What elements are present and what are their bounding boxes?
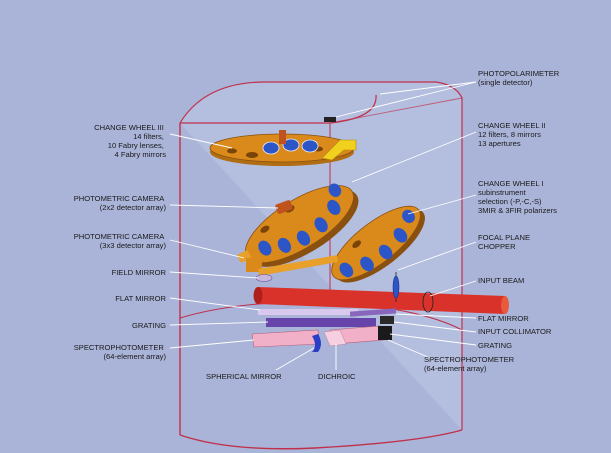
photopolarimeter-detector <box>324 117 336 122</box>
label-focal-plane-chopper: FOCAL PLANE CHOPPER <box>478 233 532 251</box>
label-spectrophotometer-right: SPECTROPHOTOMETER (64-element array) <box>424 355 516 373</box>
input-collimator <box>380 316 394 324</box>
label-photometric-camera-2x2: PHOTOMETRIC CAMERA (2x2 detector array) <box>74 194 167 212</box>
spectrophotometer-left <box>251 329 321 348</box>
label-photometric-camera-3x3: PHOTOMETRIC CAMERA (3x3 detector array) <box>74 232 167 250</box>
label-dichroic: DICHROIC <box>318 372 356 381</box>
field-mirror <box>255 274 273 282</box>
leader-lines <box>169 81 477 371</box>
spherical-mirror <box>312 334 321 352</box>
label-input-beam: INPUT BEAM <box>478 276 524 285</box>
photometric-camera-2x2 <box>275 200 293 214</box>
instrument-housing <box>179 81 463 450</box>
label-change-wheel-ii: CHANGE WHEEL II 12 filters, 8 mirrors 13… <box>478 121 548 148</box>
photometric-camera-3x3 <box>237 250 262 272</box>
input-beam <box>253 287 509 314</box>
wheel-drive-shaft <box>258 255 339 276</box>
label-grating-left: GRATING <box>132 321 166 330</box>
label-input-collimator: INPUT COLLIMATOR <box>478 327 552 336</box>
label-photopolarimeter: PHOTOPOLARIMETER (single detector) <box>478 69 561 87</box>
focal-plane-chopper <box>392 272 400 302</box>
change-wheel-ii <box>244 183 359 267</box>
input-beam-ring <box>422 291 434 313</box>
flat-mirror-left <box>258 309 358 315</box>
photopolarimeter-lightpipe <box>321 139 357 161</box>
dichroic <box>323 329 347 347</box>
label-flat-mirror-left: FLAT MIRROR <box>115 294 166 303</box>
change-wheel-i <box>331 205 425 283</box>
flat-mirror-right <box>349 308 397 317</box>
change-wheel-iii <box>209 130 355 166</box>
label-spectrophotometer-left: SPECTROPHOTOMETER (64-element array) <box>74 343 167 361</box>
label-change-wheel-i: CHANGE WHEEL I subinstrument selection (… <box>478 179 557 215</box>
label-flat-mirror-right: FLAT MIRROR <box>478 314 529 323</box>
label-change-wheel-iii: CHANGE WHEEL III 14 filters, 10 Fabry le… <box>94 123 166 159</box>
label-grating-right: GRATING <box>478 341 512 350</box>
label-spherical-mirror: SPHERICAL MIRROR <box>206 372 282 381</box>
grating-left <box>266 318 376 327</box>
label-field-mirror: FIELD MIRROR <box>112 268 167 277</box>
